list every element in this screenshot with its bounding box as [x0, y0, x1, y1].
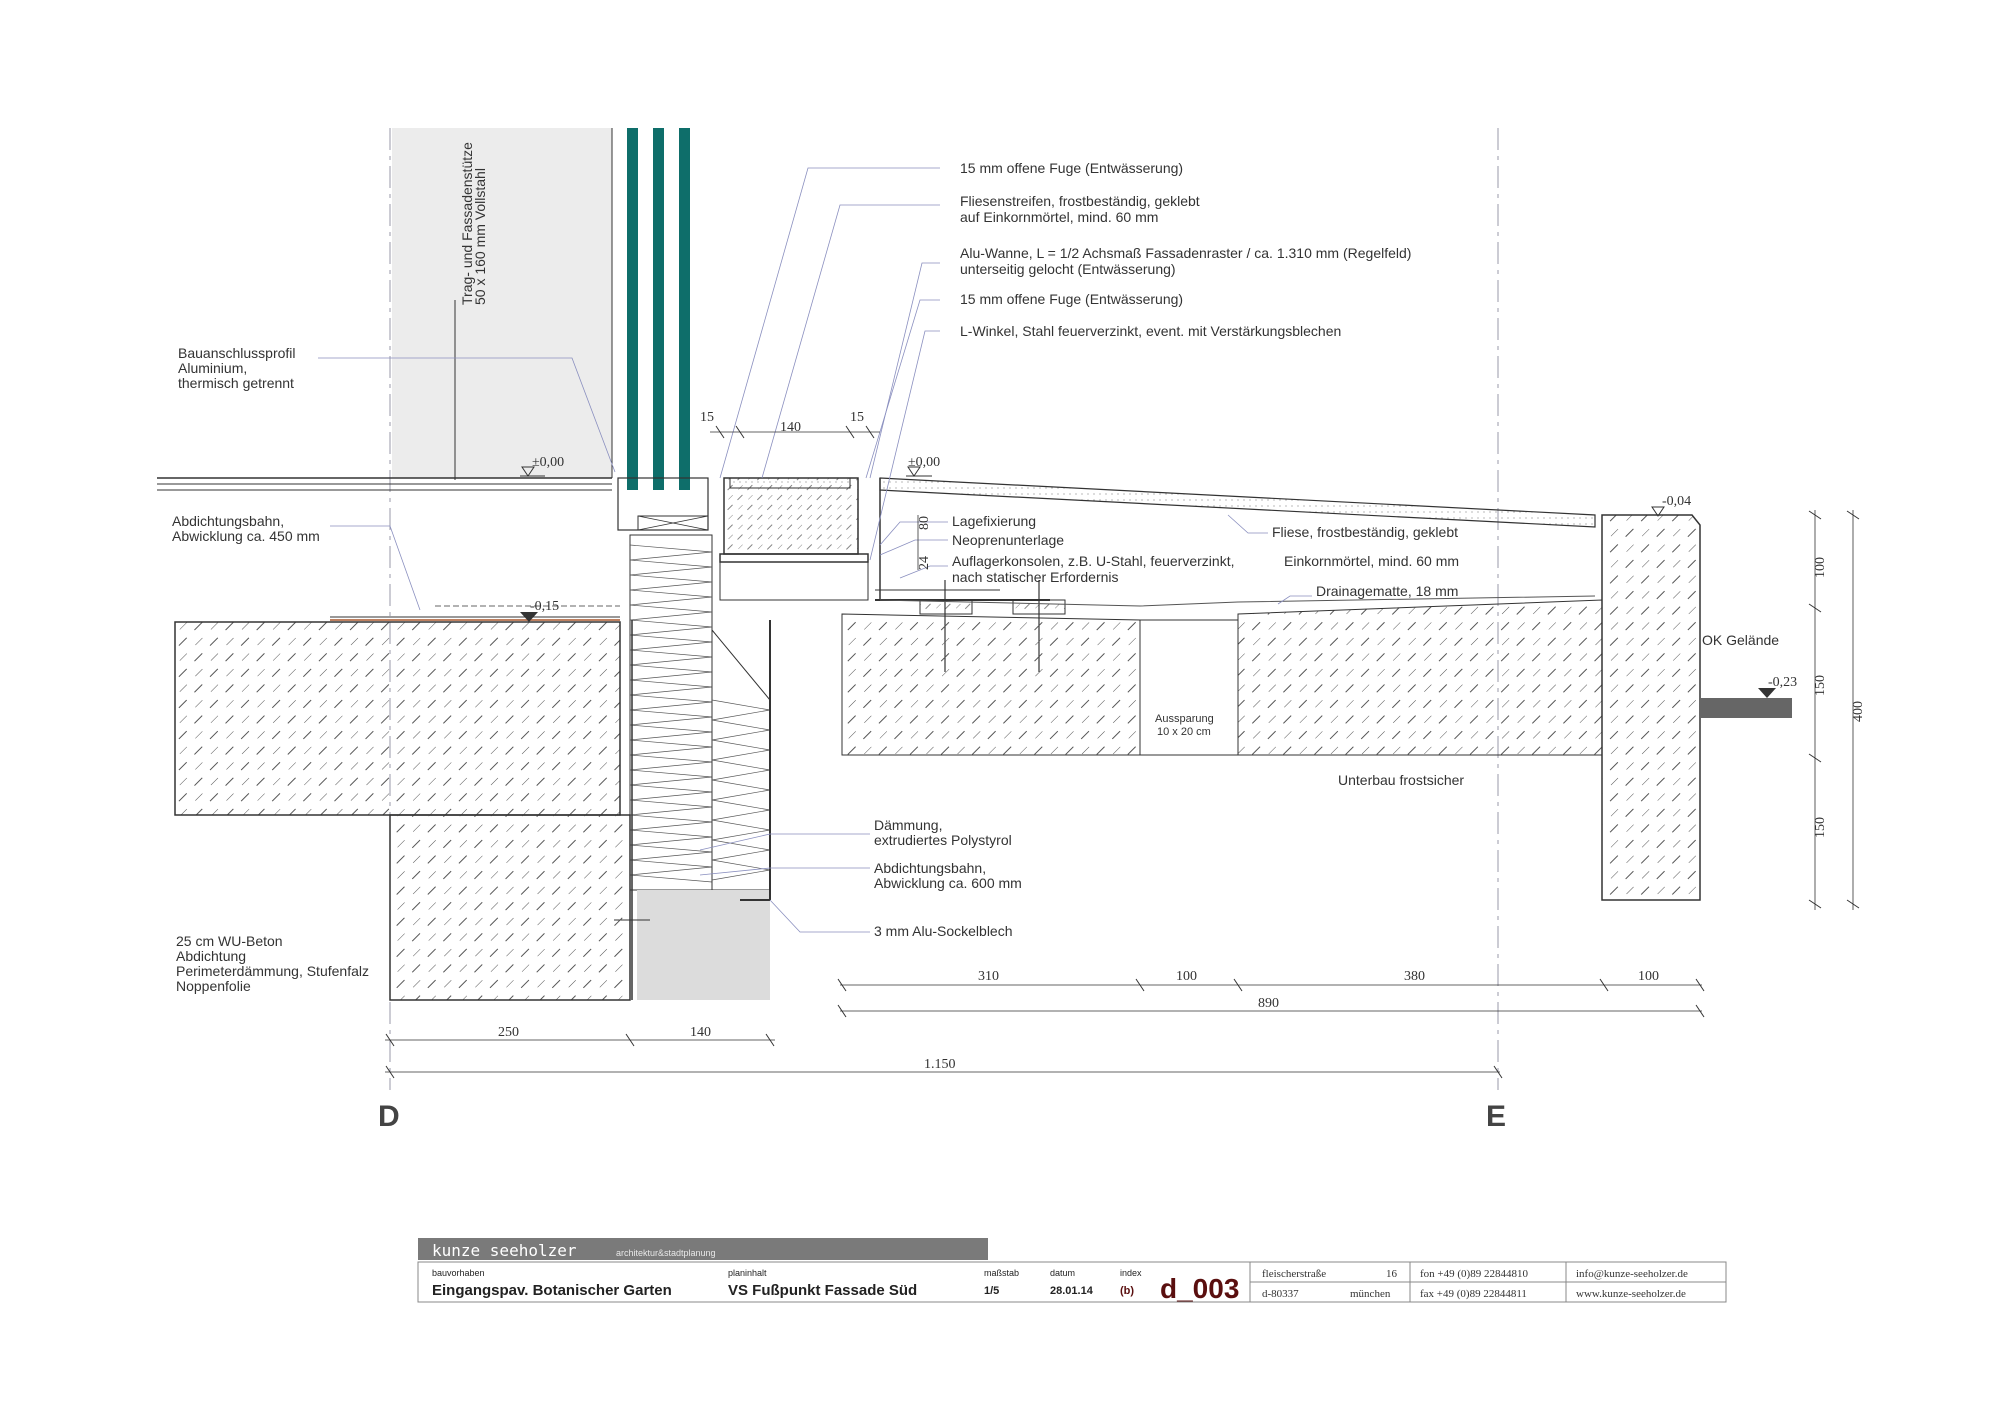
label-aussparung-2: 10 x 20 cm: [1157, 726, 1211, 738]
label-bauanschluss-2: Aluminium,: [178, 360, 247, 376]
dim-140a: 140: [780, 420, 801, 435]
date-value: 28.01.14: [1050, 1285, 1094, 1297]
glass-pane-1: [627, 128, 638, 490]
content-name: VS Fußpunkt Fassade Süd: [728, 1282, 917, 1299]
label-alu-wanne-2: unterseitig gelocht (Entwässerung): [960, 261, 1176, 277]
fax: fax +49 (0)89 22844811: [1420, 1288, 1527, 1300]
sockel-region: [637, 890, 770, 1000]
label-abdichtung-450-1: Abdichtungsbahn,: [172, 513, 284, 529]
dim-24: 24: [917, 556, 932, 570]
label-fliesenstreifen-2: auf Einkornmörtel, mind. 60 mm: [960, 209, 1158, 225]
insulation: [629, 534, 713, 891]
level-minus-004: -0,04: [1662, 494, 1691, 509]
label-profile-vertical: Trag- und Fassadenstütze: [459, 142, 475, 305]
label-einkorn: Einkornmörtel, mind. 60 mm: [1284, 553, 1459, 569]
label-sockelblech: 3 mm Alu-Sockelblech: [874, 923, 1013, 939]
plan-number: d_003: [1160, 1273, 1239, 1304]
date-label: datum: [1050, 1268, 1075, 1278]
axis-label-e: E: [1486, 1100, 1506, 1133]
label-abdichtung-450-2: Abwicklung ca. 450 mm: [172, 528, 320, 544]
label-fliesenstreifen-1: Fliesenstreifen, frostbeständig, geklebt: [960, 193, 1200, 209]
index-label: index: [1120, 1268, 1142, 1278]
bearing-pad-1: [919, 599, 973, 615]
dimension-lines: [385, 431, 1854, 1073]
alu-wanne: [723, 477, 859, 555]
concrete-slab: [174, 621, 621, 816]
dimension-ticks: [385, 425, 1860, 1079]
street-no: 16: [1386, 1268, 1398, 1280]
dim-r150a: 150: [1813, 675, 1828, 696]
glass-pane-3: [679, 128, 690, 490]
dim-r100: 100: [1813, 557, 1828, 578]
dim-890: 890: [1258, 996, 1279, 1011]
label-wu-beton-1: 25 cm WU-Beton: [176, 933, 283, 949]
street: fleischerstraße: [1262, 1268, 1326, 1280]
curb: [1601, 514, 1701, 901]
index-value: (b): [1120, 1285, 1134, 1297]
office-sub: architektur&stadtplanung: [616, 1248, 716, 1258]
label-neopren: Neoprenunterlage: [952, 532, 1064, 548]
label-daemmung-1: Dämmung,: [874, 817, 942, 833]
label-fuge-top: 15 mm offene Fuge (Entwässerung): [960, 160, 1183, 176]
dim-310: 310: [978, 969, 999, 984]
label-wu-beton-4: Noppenfolie: [176, 978, 251, 994]
label-unterbau: Unterbau frostsicher: [1338, 772, 1464, 788]
label-auflager-2: nach statischer Erfordernis: [952, 569, 1119, 585]
label-bauanschluss-1: Bauanschlussprofil: [178, 345, 296, 361]
label-l-winkel: L-Winkel, Stahl feuerverzinkt, event. mi…: [960, 323, 1341, 339]
label-alu-wanne-1: Alu-Wanne, L = 1/2 Achsmaß Fassadenraste…: [960, 245, 1411, 261]
insulation-step: [711, 628, 771, 891]
scale-label: maßstab: [984, 1268, 1019, 1278]
label-bauanschluss-3: thermisch getrennt: [178, 375, 294, 391]
label-wu-beton-3: Perimeterdämmung, Stufenfalz: [176, 963, 369, 979]
dim-15b: 15: [850, 410, 864, 425]
project-name: Eingangspav. Botanischer Garten: [432, 1282, 672, 1299]
subbase-left: [841, 613, 1141, 756]
dim-140b: 140: [690, 1025, 711, 1040]
city: münchen: [1350, 1288, 1391, 1300]
label-wu-beton-2: Abdichtung: [176, 948, 246, 964]
label-aussparung-1: Aussparung: [1155, 713, 1214, 725]
label-abdichtung-600-2: Abwicklung ca. 600 mm: [874, 875, 1022, 891]
ground-level-edge: [1700, 698, 1792, 718]
dim-1150: 1.150: [924, 1057, 956, 1072]
level-zero-right: ±0,00: [908, 455, 940, 470]
dim-100a: 100: [1176, 969, 1197, 984]
dim-r150b: 150: [1813, 817, 1828, 838]
glass-pane-2: [653, 128, 664, 490]
phone: fon +49 (0)89 22844810: [1420, 1268, 1528, 1280]
website[interactable]: www.kunze-seeholzer.de: [1576, 1288, 1686, 1300]
label-auflager-1: Auflagerkonsolen, z.B. U-Stahl, feuerver…: [952, 553, 1234, 569]
dim-r400: 400: [1851, 701, 1866, 722]
scale-value: 1/5: [984, 1285, 999, 1297]
email[interactable]: info@kunze-seeholzer.de: [1576, 1268, 1688, 1280]
level-minus-015: -0,15: [530, 599, 559, 614]
label-ok-gelaende: OK Gelände: [1702, 632, 1779, 648]
subbase-right: [1237, 599, 1603, 756]
label-profile-vertical-2: 50 x 160 mm Vollstahl: [472, 168, 488, 305]
axis-label-d: D: [378, 1100, 400, 1133]
label-fuge-2: 15 mm offene Fuge (Entwässerung): [960, 291, 1183, 307]
label-abdichtung-600-1: Abdichtungsbahn,: [874, 860, 986, 876]
column: [392, 128, 612, 478]
dim-80: 80: [917, 516, 932, 530]
office-name: kunze seeholzer: [432, 1241, 577, 1260]
label-fliese: Fliese, frostbeständig, geklebt: [1272, 524, 1458, 540]
leader-lines: [318, 167, 1312, 933]
label-lagefixierung: Lagefixierung: [952, 513, 1036, 529]
dim-100b: 100: [1638, 969, 1659, 984]
label-daemmung-2: extrudiertes Polystyrol: [874, 832, 1012, 848]
dim-250: 250: [498, 1025, 519, 1040]
project-label: bauvorhaben: [432, 1268, 485, 1278]
concrete-wall: [389, 814, 631, 1001]
level-minus-023: -0,23: [1768, 675, 1797, 690]
dim-15a: 15: [700, 410, 714, 425]
label-drainage: Drainagematte, 18 mm: [1316, 583, 1458, 599]
dim-380: 380: [1404, 969, 1425, 984]
level-zero-left: ±0,00: [532, 455, 564, 470]
zip: d-80337: [1262, 1288, 1299, 1300]
content-label: planinhalt: [728, 1268, 767, 1278]
title-block: kunze seeholzer architektur&stadtplanung…: [417, 1238, 1727, 1304]
